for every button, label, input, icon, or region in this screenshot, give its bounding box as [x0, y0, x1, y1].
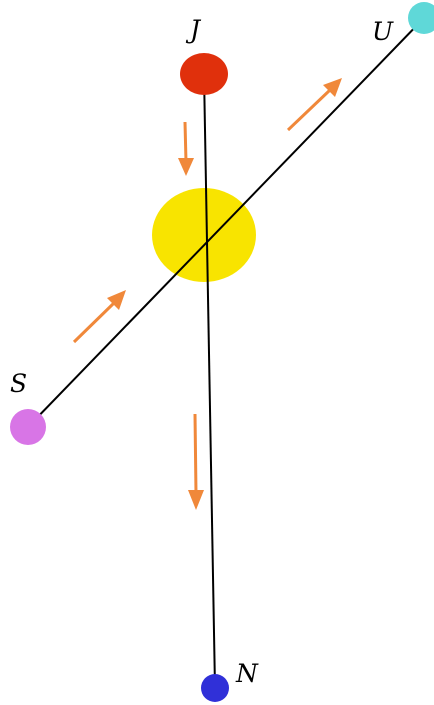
arrow-icon	[178, 121, 194, 176]
node-n	[201, 674, 229, 702]
node-j	[180, 53, 228, 95]
center-disk	[152, 188, 256, 282]
arrow-icon	[72, 290, 126, 344]
label-j: J	[185, 15, 202, 44]
line-j-n	[203, 73, 216, 689]
arrow-icon	[286, 78, 342, 132]
label-u: U	[372, 17, 394, 46]
arrow-icon	[188, 413, 204, 510]
label-n: N	[235, 659, 259, 688]
node-s	[10, 409, 46, 445]
label-s: S	[10, 369, 27, 398]
line-s-u	[27, 17, 425, 428]
node-u	[408, 2, 434, 34]
